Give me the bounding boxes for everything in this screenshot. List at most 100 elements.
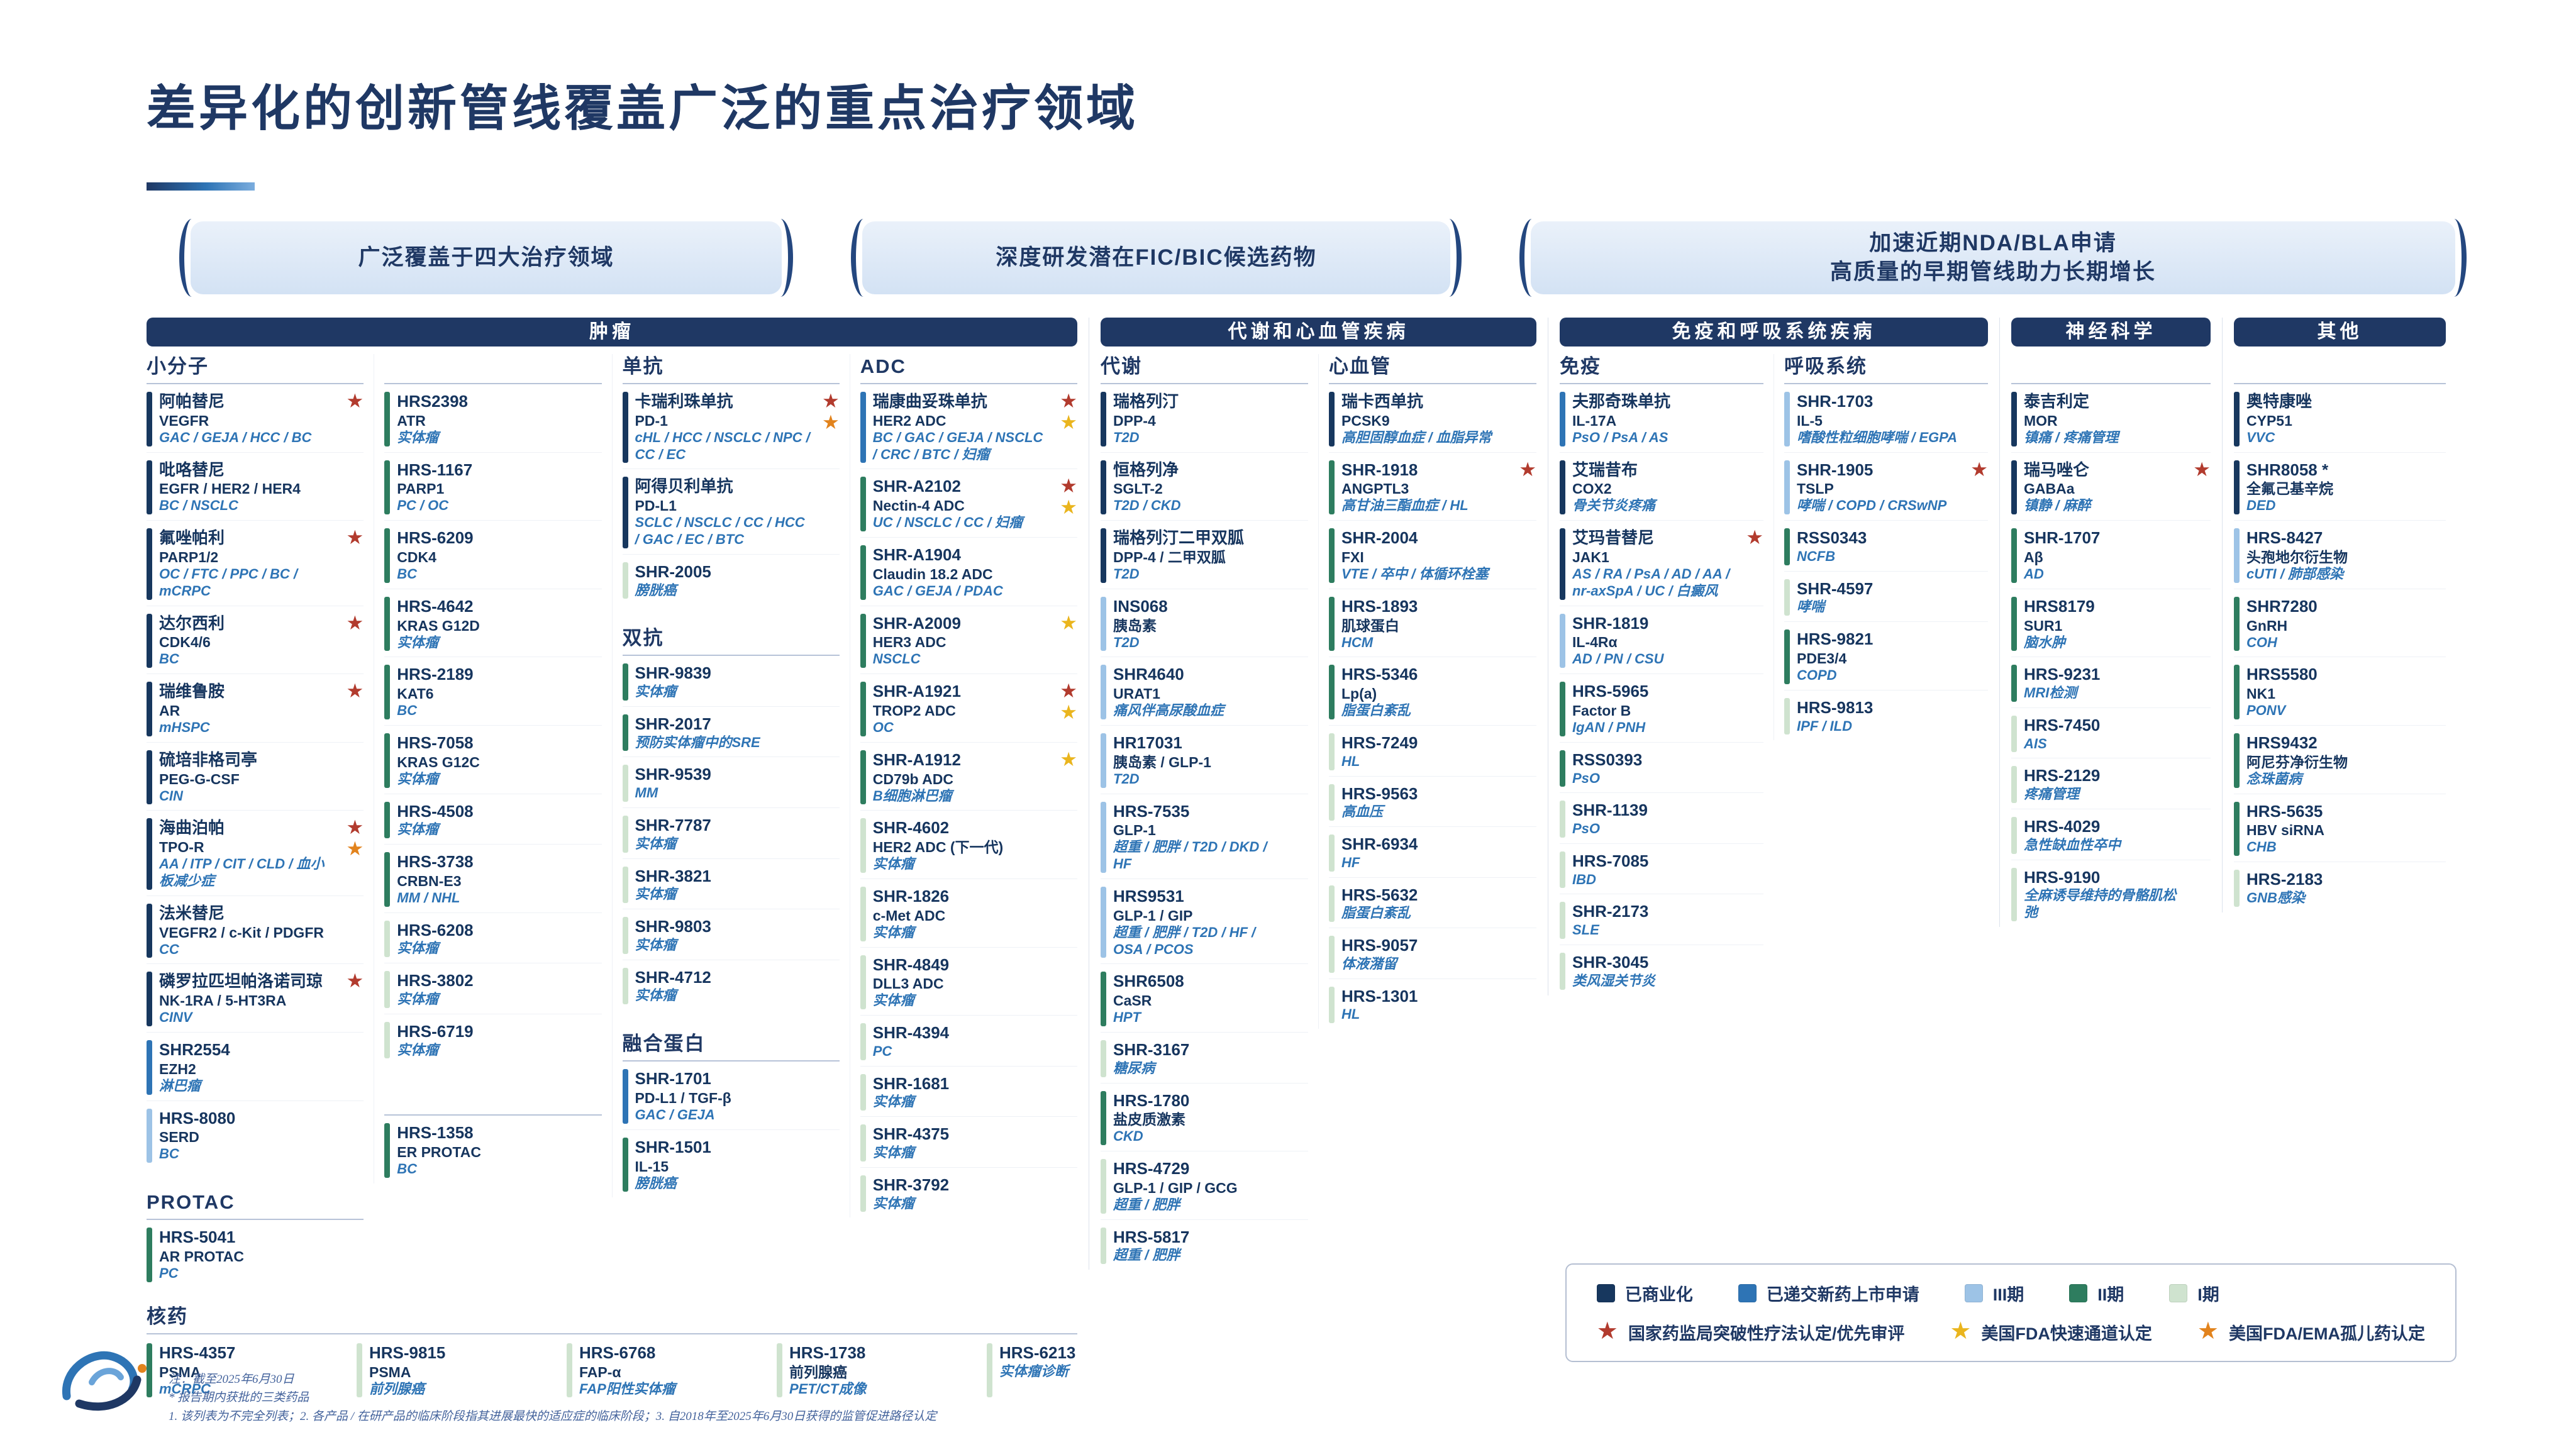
drug-indication: IgAN / PNH	[1572, 719, 1646, 735]
phase-bar	[1560, 851, 1565, 889]
modality-heading: PROTAC	[147, 1190, 364, 1221]
modality-heading: 呼吸系统	[1784, 354, 1988, 384]
drug-target: VEGFR	[159, 412, 209, 429]
designation-stars: ★	[1746, 528, 1763, 548]
phase-bar	[1560, 902, 1565, 939]
btd-star-icon: ★	[346, 390, 364, 412]
designation-stars: ★	[1060, 613, 1077, 634]
phase-bar	[1560, 528, 1565, 600]
drug-name: 瑞康曲妥珠单抗	[872, 392, 987, 411]
drug-indication: mCRPC	[159, 1380, 211, 1397]
drug-target: AR PROTAC	[159, 1248, 245, 1265]
drug-indication: BC	[159, 1146, 179, 1162]
legend-label: 国家药监局突破性疗法认定/优先审评	[1628, 1324, 1905, 1343]
phase-bar	[1101, 972, 1106, 1026]
drug-name: HRS-3802	[397, 971, 474, 990]
phase-bar	[2234, 596, 2240, 651]
drug-indication: 哮喘 / COPD / CRSwNP	[1797, 497, 1947, 514]
drug-name: SHR-1918	[1341, 460, 1418, 479]
phase-bar	[1560, 392, 1565, 446]
phase-bar	[622, 392, 628, 463]
drug-indication: SCLC / NSCLC / CC / HCC / GAC / EC / BTC	[635, 514, 805, 548]
drug-name: 瑞格列汀	[1113, 392, 1179, 411]
modality-heading	[2234, 354, 2446, 384]
drug-name: 硫培非格司亭	[159, 750, 258, 769]
drug-target: GABAa	[2024, 480, 2075, 497]
drug-target: Aβ	[2024, 548, 2043, 565]
phase-bar	[1560, 460, 1565, 515]
drug-target: CYP51	[2246, 412, 2292, 429]
drug-name: SHR-A1904	[872, 545, 961, 565]
drug-indication: AD / PN / CSU	[1572, 651, 1664, 667]
designation-stars: ★★	[822, 391, 840, 433]
drug-target: IL-5	[1797, 412, 1823, 429]
phase-bar	[1329, 733, 1335, 770]
drug-indication: AIS	[2024, 735, 2047, 751]
drug-name: HRS-5632	[1341, 885, 1418, 904]
phase-bar	[384, 392, 391, 446]
phase-bar	[1101, 733, 1106, 788]
drug-name: HRS-4029	[2024, 817, 2101, 836]
phase-swatch	[1738, 1284, 1757, 1303]
drug-indication: HL	[1341, 753, 1360, 769]
legend-phase-item: III期	[1964, 1281, 2024, 1306]
drug-indication: UC / NSCLC / CC / 妇瘤	[872, 514, 1023, 531]
drug-name: HRS-1358	[397, 1123, 474, 1143]
phase-bar	[2011, 715, 2017, 753]
drug-indication: 镇痛 / 疼痛管理	[2024, 429, 2119, 445]
drug-target: DPP-4 / 二甲双胍	[1113, 548, 1226, 565]
drug-name: HRS-1780	[1113, 1090, 1190, 1110]
drug-name: HRS-6213	[999, 1343, 1076, 1362]
ft-star-icon: ★	[1060, 701, 1077, 723]
drug-target: GnRH	[2246, 617, 2288, 634]
drug-target: 盐皮质激素	[1113, 1111, 1185, 1128]
drug-indication: 实体瘤	[872, 992, 914, 1009]
drug-name: SHR-1681	[872, 1073, 950, 1093]
drug-target: DLL3 ADC	[872, 975, 944, 992]
phase-bar	[1101, 528, 1106, 583]
phase-bar	[860, 1124, 866, 1161]
drug-target: KRAS G12D	[397, 617, 480, 634]
